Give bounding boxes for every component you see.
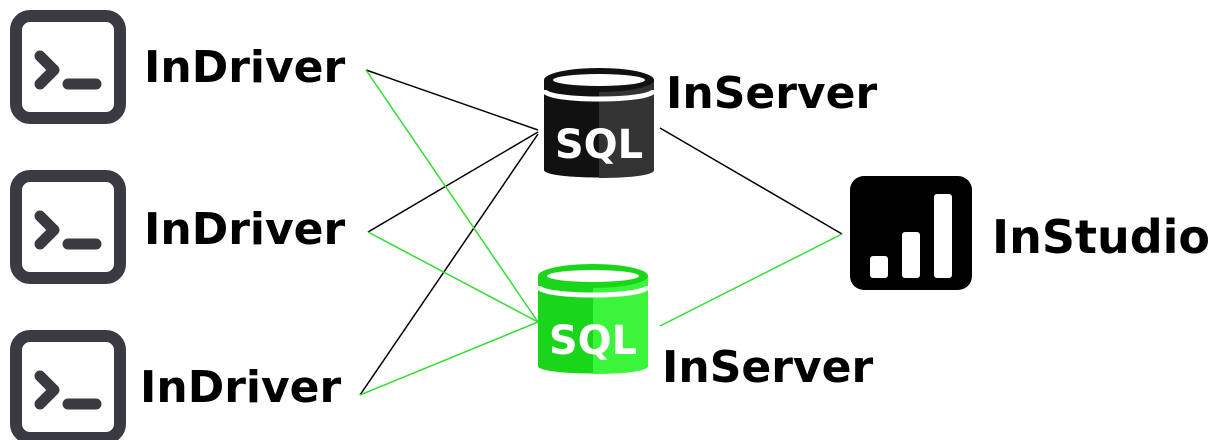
terminal-icon xyxy=(10,170,126,284)
db-text: SQL xyxy=(555,122,643,168)
connection-lines xyxy=(359,69,843,396)
terminal-icon xyxy=(10,10,126,124)
link-driver3-server-primary xyxy=(359,133,539,396)
link-driver1-server-backup xyxy=(365,69,539,323)
db-text: SQL xyxy=(549,318,637,364)
driver-label: InDriver xyxy=(144,204,346,255)
server-label-backup: InServer xyxy=(662,342,874,393)
terminal-icon xyxy=(10,330,126,440)
server-label-primary: InServer xyxy=(666,68,878,119)
link-driver2-server-backup xyxy=(367,231,539,323)
link-driver3-server-backup xyxy=(359,321,539,396)
bar-chart-app-icon xyxy=(850,176,972,290)
link-driver2-server-primary xyxy=(367,131,539,233)
sql-database-icon: SQL xyxy=(541,68,657,178)
link-server-backup-studio xyxy=(659,233,843,327)
driver-label: InDriver xyxy=(140,362,342,413)
link-driver1-server-primary xyxy=(365,69,539,131)
sql-database-icon: SQL xyxy=(535,264,651,374)
link-server-primary-studio xyxy=(659,127,843,235)
studio-label: InStudio xyxy=(992,210,1211,264)
driver-label: InDriver xyxy=(144,42,346,93)
